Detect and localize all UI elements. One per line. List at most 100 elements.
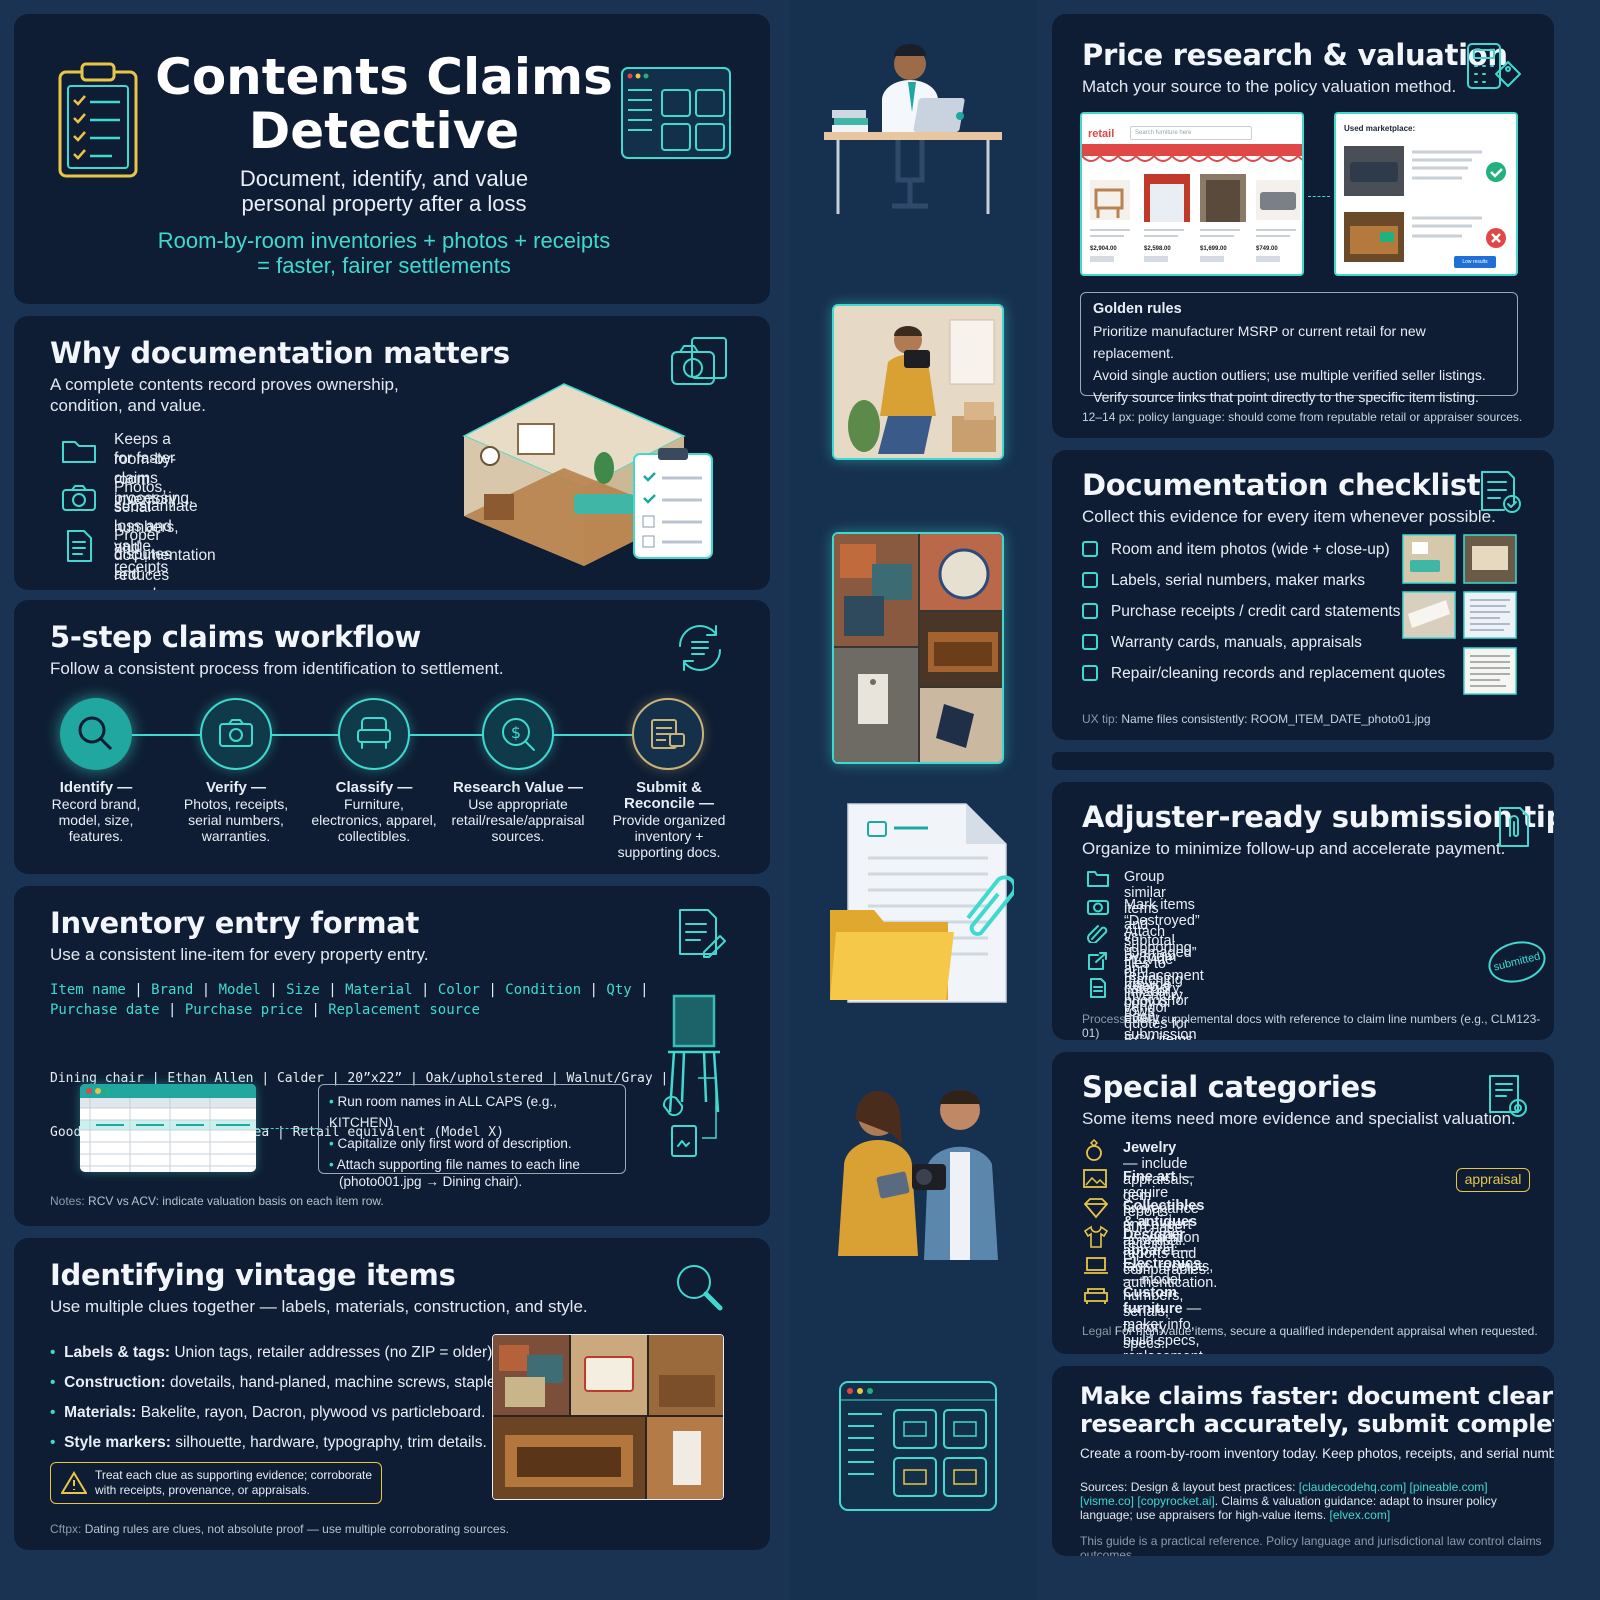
hero-formula-line2: = faster, fairer settlements — [257, 253, 511, 278]
used-marketplace-mockup: Used marketplace: Low results — [1334, 112, 1518, 276]
footnote-text: Dating rules are clues, not absolute pro… — [84, 1522, 509, 1536]
checklist-item[interactable]: Room and item photos (wide + close-up) — [1082, 534, 1445, 565]
special-title: Special categories — [1082, 1070, 1377, 1104]
golden-rules-box: Golden rules Prioritize manufacturer MSR… — [1080, 292, 1518, 405]
magnifier-icon — [677, 1265, 723, 1311]
retail-storefront-illustration — [1082, 144, 1302, 262]
folder-icon — [1087, 871, 1109, 887]
used-results-button[interactable]: Low results — [1454, 256, 1496, 268]
step-title: Verify — — [205, 779, 267, 796]
inventory-tip: • Run room names in ALL CAPS (e.g., KITC… — [329, 1094, 557, 1130]
checklist-card: Documentation checklist Collect this evi… — [1052, 450, 1554, 740]
folder-document-illustration — [830, 803, 1014, 1003]
checkbox[interactable] — [1082, 603, 1098, 619]
step-desc: inventory + — [634, 828, 704, 844]
special-item-text: — tags, receipts, authentication. — [1123, 1243, 1218, 1291]
hero-subtitle-line1: Document, identify, and value — [239, 166, 529, 191]
used-listings-illustration — [1344, 146, 1506, 262]
laptop-icon — [1084, 1257, 1108, 1274]
vintage-title: Identifying vintage items — [50, 1258, 456, 1292]
adjuster-item-text: Keep a copy of every submission and any … — [1124, 979, 1197, 1040]
inventory-card: Inventory entry format Use a consistent … — [14, 886, 770, 1226]
adjuster-footnote: Process Label supplemental docs with ref… — [1082, 1012, 1554, 1040]
materials-photo-collage — [832, 532, 1004, 764]
retail-site-mockup: retail Search furniture here $2,904.00 $… — [1080, 112, 1304, 276]
checklist-list: Room and item photos (wide + close-up) L… — [1082, 534, 1445, 689]
inventory-field: Size — [286, 982, 320, 998]
workflow-card: 5-step claims workflow Follow a consiste… — [14, 600, 770, 874]
step-title: Research Value — — [452, 779, 584, 796]
tip-label: UX tip: — [1082, 712, 1119, 726]
step-title: Submit & — [636, 779, 702, 796]
step-research-text: Research Value — Use appropriate retail/… — [448, 779, 588, 845]
listing-price: $1,699.00 — [1200, 246, 1227, 252]
price-footnote: 12–14 px: policy language: should come f… — [1082, 410, 1523, 424]
adjuster-item-text: Provide replacement links or vendor quot… — [1124, 951, 1204, 1041]
step-desc: sources. — [491, 828, 545, 844]
source-link[interactable]: [pineable.com] — [1409, 1480, 1488, 1494]
magnifier-icon — [78, 716, 113, 751]
notes-label: Notes: — [50, 1194, 85, 1208]
step-submit-circle — [632, 698, 704, 770]
source-link[interactable]: [copyrocket.ai] — [1137, 1494, 1215, 1508]
checklist-item[interactable]: Purchase receipts / credit card statemen… — [1082, 596, 1445, 627]
field-separator: | — [581, 982, 607, 998]
special-item-label: Jewelry — [1123, 1140, 1177, 1156]
inventory-fields: Item name | Brand | Model | Size | Mater… — [50, 980, 650, 1020]
field-separator: | — [260, 982, 287, 998]
step-research-circle: $ — [482, 698, 554, 770]
inventory-field: Qty — [606, 982, 632, 998]
photographer-illustration — [834, 306, 1002, 458]
adjuster-item-text: Group similar items and subtotal by room… — [1124, 869, 1183, 997]
source-link[interactable]: [visme.co] — [1080, 1494, 1135, 1508]
source-link[interactable]: [claudecodehq.com] — [1298, 1480, 1407, 1494]
notes-text: RCV vs ACV: indicate valuation basis on … — [88, 1194, 384, 1208]
isometric-room-illustration — [462, 383, 713, 566]
fabric-drawer-tag-illustration — [834, 534, 1002, 762]
inventory-tip: (photo001.jpg → Dining chair). — [339, 1174, 523, 1189]
tip-text: Name files consistently: ROOM_ITEM_DATE_… — [1121, 712, 1431, 726]
checkbox[interactable] — [1082, 634, 1098, 650]
source-link[interactable]: [elvex.com] — [1329, 1508, 1391, 1522]
step-classify-circle — [338, 698, 410, 770]
divider-bar — [1052, 752, 1554, 770]
shirt-icon — [1083, 1225, 1109, 1248]
closing-sources: Sources: Design & layout best practices:… — [1080, 1480, 1540, 1522]
checkbox[interactable] — [1082, 665, 1098, 681]
field-separator: | — [159, 1002, 185, 1018]
certificate-icon — [1489, 1075, 1527, 1117]
checklist-item[interactable]: Warranty cards, manuals, appraisals — [1082, 627, 1445, 658]
checkbox[interactable] — [1082, 572, 1098, 588]
step-desc: Furniture, — [344, 796, 404, 812]
field-separator: | — [302, 1002, 329, 1018]
inventory-tip: • Capitalize only first word of descript… — [329, 1136, 572, 1151]
listing-price: $2,598.00 — [1144, 246, 1171, 252]
step-classify-text: Classify — Furniture, electronics, appar… — [304, 780, 444, 845]
special-item-text: — maker info, build specs, replacement q… — [1123, 1301, 1203, 1354]
price-subtitle: Match your source to the policy valuatio… — [1082, 77, 1457, 96]
document-icon — [67, 530, 92, 562]
desk-worker-illustration — [824, 44, 1002, 214]
step-identify-circle — [60, 698, 132, 770]
vintage-item: • Construction: dovetails, hand-planed, … — [50, 1374, 508, 1391]
retail-search-input[interactable]: Search furniture here — [1130, 126, 1252, 140]
checklist-item[interactable]: Repair/cleaning records and replacement … — [1082, 658, 1445, 689]
inventory-field: Item name — [50, 982, 126, 998]
closing-title-line1: Make claims faster: document clearly, — [1080, 1382, 1554, 1410]
checklist-item[interactable]: Labels, serial numbers, maker marks — [1082, 565, 1445, 596]
camera-icon — [1087, 899, 1109, 915]
warning-line1: Treat each clue as supporting evidence; … — [95, 1468, 373, 1482]
step-verify-circle — [200, 698, 272, 770]
checklist-doc-icon — [1481, 471, 1521, 513]
price-title: Price research & valuation — [1082, 38, 1508, 72]
diamond-icon — [1083, 1198, 1109, 1219]
sofa-icon — [1084, 1288, 1108, 1304]
field-separator: | — [412, 982, 438, 998]
retail-to-used-connector — [1308, 196, 1330, 197]
vintage-item: • Materials: Bakelite, rayon, Dacron, pl… — [50, 1404, 486, 1421]
step-desc: collectibles. — [337, 828, 411, 844]
step-desc: Use appropriate — [468, 796, 568, 812]
step-desc: supporting docs. — [617, 844, 721, 860]
checkbox[interactable] — [1082, 541, 1098, 557]
step-desc: warranties. — [201, 828, 271, 844]
